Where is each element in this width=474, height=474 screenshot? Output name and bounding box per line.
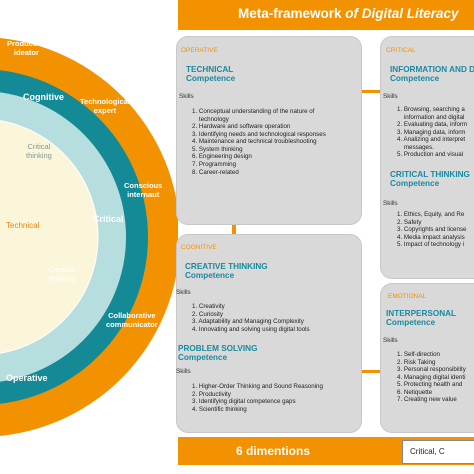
skill-item: 7. Programming [192, 160, 237, 168]
card-emotional-category: EMOTIONAL [388, 293, 427, 300]
card-operative [176, 36, 362, 225]
skill-item: 6. Netiquette [397, 388, 433, 396]
skill-item: 4. Managing digital identi [397, 373, 466, 381]
card-critical [380, 36, 474, 279]
card-cognitive-skills-label: Skills [176, 289, 191, 296]
skill-item: 5. Protecting health and [397, 381, 463, 389]
skill-item: 3. Managing data, inform [397, 128, 466, 136]
skill-item: 5. Impact of technology i [397, 241, 465, 249]
card-cognitive-subheading: Competence [185, 271, 235, 280]
card-cognitive-subheading-b: Competence [178, 353, 228, 362]
skill-item: 1. Browsing, searching a [397, 106, 465, 113]
card-critical-subheading: Competence [390, 74, 440, 83]
ring-center [0, 120, 98, 354]
card-critical-skill-list: 1. Browsing, searching a information and… [397, 106, 467, 159]
title-suffix: of Digital Literacy [345, 6, 459, 21]
critical-box-label: Critical, C [410, 447, 445, 456]
card-critical-heading: INFORMATION AND D [390, 65, 474, 74]
card-cognitive-skills-label-b: Skills [176, 368, 191, 375]
label-productive-ideator: Productive ideator [7, 39, 46, 57]
skill-item: 8. Career-related [192, 168, 239, 176]
card-emotional [380, 283, 474, 433]
card-operative-category: OPERATIVE [181, 47, 218, 54]
skill-item: 4. Analizing and interpret [397, 136, 466, 144]
title-prefix: Meta-framework [238, 6, 346, 21]
card-critical-skills-label: Skills [383, 93, 398, 100]
critical-box [402, 440, 474, 464]
card-cognitive-heading-b: PROBLEM SOLVING [178, 344, 258, 353]
skill-item: 2. Safety [397, 218, 422, 226]
label-cognitive: Cognitive [23, 92, 65, 102]
connector-operative-critical [360, 90, 380, 93]
skill-item: 4. Maintenance and technical troubleshoo… [192, 138, 317, 146]
card-cognitive-heading: CREATIVE THINKING [185, 262, 268, 271]
ring-center-border [0, 120, 99, 354]
skill-item: 3. Personal responsibility [397, 366, 466, 374]
label-technical: Technical [6, 221, 40, 230]
skill-item: 1. Ethics, Equity, and Re [397, 211, 465, 218]
skill-item: 2. Evaluating data, inform [397, 121, 468, 129]
label-conscious-internaut: Conscious internaut [124, 181, 163, 199]
card-critical-category: CRITICAL [386, 47, 416, 54]
connector-cognitive-emotional [360, 370, 380, 373]
skill-item: 4. Media impact analysis [397, 233, 465, 241]
card-cognitive-skill-list-b: 1. Higher-Order Thinking and Sound Reaso… [192, 383, 323, 413]
skill-item: 2. Hardware and software operation [192, 123, 291, 131]
skill-item: 5. Production and visual [397, 151, 464, 159]
skill-item: information and digital [397, 113, 465, 121]
skill-item: technology [192, 115, 229, 123]
card-operative-skills-label: Skills [179, 93, 194, 100]
skill-item: 1. Conceptual understanding of the natur… [192, 108, 315, 115]
page-title: Meta-framework of Digital Literacy [238, 6, 459, 21]
skill-item: 2. Curiosity [192, 310, 223, 318]
card-cognitive-category: COGNITIVE [181, 244, 217, 251]
connector-operative-cognitive [232, 222, 236, 236]
title-bar [178, 0, 474, 30]
label-technological-expert: Technological expert [80, 97, 130, 115]
label-creative-thinking: Creative thinking [48, 265, 76, 283]
card-emotional-subheading: Competence [386, 318, 436, 327]
card-operative-skill-list: 1. Conceptual understanding of the natur… [192, 108, 326, 176]
label-critical: Critical [93, 214, 124, 224]
card-cognitive [176, 234, 362, 433]
skill-item: 3. Identifying needs and technological r… [192, 130, 326, 138]
skill-item: 2. Risk Taking [397, 358, 436, 366]
card-critical-heading-b: CRITICAL THINKING [390, 170, 470, 179]
skill-item: messages. [397, 143, 434, 151]
skill-item: 6. Engineering design [192, 153, 252, 161]
card-critical-skills-label-b: Skills [383, 200, 398, 207]
concentric-rings-diagram [0, 38, 178, 436]
label-critical-thinking: Critical thinking [26, 142, 52, 160]
skill-item: 1. Self-direction [397, 351, 440, 358]
card-emotional-skills-label: Skills [383, 337, 398, 344]
skill-item: 5. System thinking [192, 145, 243, 153]
skill-item: 2. Productivity [192, 390, 231, 398]
skill-item: 1. Creativity [192, 303, 225, 310]
dimensions-label: 6 dimentions [236, 444, 311, 458]
skill-item: 3. Identifying digital competence gaps [192, 398, 296, 406]
skill-item: 4. Innovating and solving using digital … [192, 325, 310, 333]
card-operative-subheading: Competence [186, 74, 236, 83]
card-operative-heading: TECHNICAL [186, 65, 234, 74]
label-operative: Operative [6, 373, 48, 383]
skill-item: 3. Copyrights and license [397, 226, 467, 234]
card-emotional-heading: INTERPERSONAL [386, 309, 457, 318]
skill-item: 3. Adaptability and Managing Complexity [192, 318, 304, 326]
card-critical-subheading-b: Competence [390, 179, 440, 188]
label-collaborative-communicator: Collaborative communicator [106, 311, 158, 329]
skill-item: 1. Higher-Order Thinking and Sound Reaso… [192, 383, 323, 390]
skill-item: 7. Creating new value [397, 396, 457, 404]
skill-item: 4. Scientific thinking [192, 405, 247, 413]
